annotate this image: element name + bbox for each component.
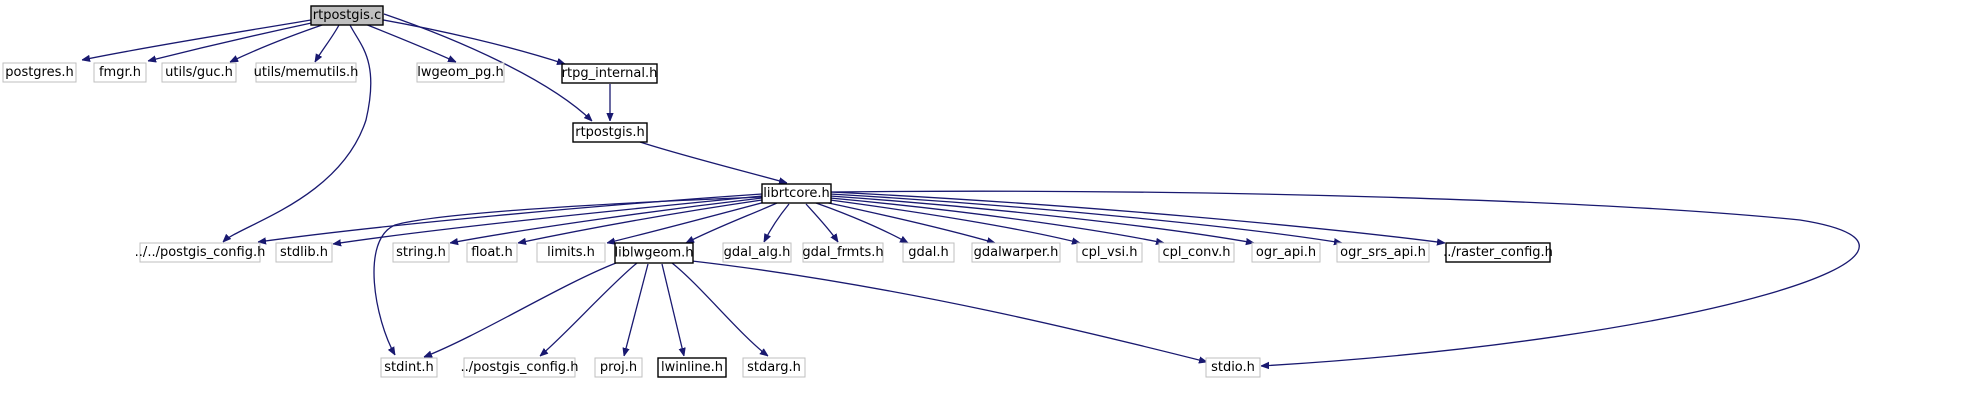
node-stdarg-h[interactable]: stdarg.h — [742, 357, 806, 378]
node-float-h[interactable]: float.h — [466, 242, 518, 263]
nodes-layer: rtpostgis.c postgres.h fmgr.h utils/guc.… — [2, 5, 1553, 378]
node-limits-h-label: limits.h — [547, 245, 595, 260]
node-rtpostgis-h-label: rtpostgis.h — [575, 125, 645, 140]
node-cpl-conv-h-label: cpl_conv.h — [1163, 245, 1231, 260]
edge-librtcore_h-gdal_alg_h — [763, 203, 790, 242]
node-cpl-vsi-h-label: cpl_vsi.h — [1082, 245, 1138, 260]
node-gdal-alg-h[interactable]: gdal_alg.h — [722, 242, 792, 263]
node-lwgeom-pg-h-label: lwgeom_pg.h — [417, 65, 504, 80]
edge-liblwgeom_h-stdio_h — [691, 260, 1207, 362]
node-utils-guc-h-label: utils/guc.h — [165, 65, 233, 80]
node-string-h-label: string.h — [396, 245, 446, 260]
edge-liblwgeom_h-lw_postgis_config_h — [540, 262, 638, 356]
node-string-h[interactable]: string.h — [392, 242, 450, 263]
node-liblwgeom-h-label: liblwgeom.h — [615, 246, 694, 261]
edges-layer — [82, 13, 1860, 366]
node-proj-h[interactable]: proj.h — [594, 357, 643, 378]
edge-liblwgeom_h-lwinline_h — [661, 263, 684, 356]
node-librtcore-h-label: librtcore.h — [763, 186, 829, 201]
node-postgres-h-label: postgres.h — [5, 65, 74, 80]
node-utils-guc-h[interactable]: utils/guc.h — [161, 62, 237, 83]
node-limits-h[interactable]: limits.h — [536, 242, 606, 263]
node-lwinline-h-label: lwinline.h — [661, 360, 723, 375]
node-stdio-h-label: stdio.h — [1211, 360, 1255, 375]
node-proj-h-label: proj.h — [600, 360, 637, 375]
edge-librtcore_h-stdint_h — [373, 196, 763, 355]
edge-librtcore_h-cpl_vsi_h — [829, 199, 1080, 243]
node-raster-config-h-label: ../raster_config.h — [1443, 245, 1553, 260]
node-lwgeom-pg-h[interactable]: lwgeom_pg.h — [416, 62, 505, 83]
node-rtpostgis-c-label: rtpostgis.c — [313, 8, 381, 23]
node-rtpostgis-c[interactable]: rtpostgis.c — [310, 5, 384, 26]
node-postgis-config-h-label: ../../postgis_config.h — [135, 245, 266, 260]
edge-librtcore_h-float_h — [518, 199, 763, 243]
edge-librtcore_h-string_h — [450, 197, 763, 243]
node-stdio-h[interactable]: stdio.h — [1205, 357, 1261, 378]
edge-rtpostgis_c-postgres_h — [82, 19, 312, 60]
node-gdal-alg-h-label: gdal_alg.h — [724, 245, 791, 260]
node-ogr-api-h[interactable]: ogr_api.h — [1251, 242, 1321, 263]
edge-librtcore_h-ogr_api_h — [829, 195, 1254, 243]
edge-librtcore_h-raster_config_h — [829, 191, 1445, 243]
node-raster-config-h[interactable]: ../raster_config.h — [1443, 242, 1553, 263]
node-stdint-h[interactable]: stdint.h — [380, 357, 438, 378]
edge-librtcore_h-stdio_h — [829, 190, 1860, 366]
node-ogr-srs-api-h[interactable]: ogr_srs_api.h — [1336, 242, 1430, 263]
edge-liblwgeom_h-proj_h — [624, 263, 649, 356]
node-lw-postgis-config-h[interactable]: ../postgis_config.h — [460, 357, 579, 378]
edge-librtcore_h-stdlib_h — [333, 195, 763, 244]
edge-rtpostgis_c-utils_memutils_h — [314, 24, 340, 62]
node-cpl-conv-h[interactable]: cpl_conv.h — [1158, 242, 1235, 263]
node-librtcore-h[interactable]: librtcore.h — [761, 183, 832, 204]
node-fmgr-h[interactable]: fmgr.h — [93, 62, 147, 83]
edge-librtcore_h-postgis_config_h — [258, 193, 763, 242]
edge-librtcore_h-cpl_conv_h — [829, 197, 1164, 243]
edge-librtcore_h-gdalwarper_h — [823, 201, 995, 243]
node-rtpg-internal-h-label: rtpg_internal.h — [562, 66, 658, 81]
edge-rtpostgis_c-rtpostgis_h — [383, 13, 592, 121]
edge-librtcore_h-gdal_frmts_h — [805, 203, 838, 242]
edge-rtpostgis_c-lwgeom_pg_h — [364, 23, 456, 63]
node-cpl-vsi-h[interactable]: cpl_vsi.h — [1076, 242, 1143, 263]
node-lw-postgis-config-h-label: ../postgis_config.h — [460, 360, 578, 375]
node-utils-memutils-h-label: utils/memutils.h — [254, 65, 359, 80]
node-stdlib-h-label: stdlib.h — [280, 245, 328, 260]
node-gdalwarper-h-label: gdalwarper.h — [974, 245, 1059, 260]
node-gdal-frmts-h[interactable]: gdal_frmts.h — [802, 242, 884, 263]
node-rtpg-internal-h[interactable]: rtpg_internal.h — [561, 63, 658, 84]
edge-librtcore_h-liblwgeom_h — [686, 202, 778, 244]
node-gdalwarper-h[interactable]: gdalwarper.h — [971, 242, 1061, 263]
edge-rtpostgis_c-utils_guc_h — [230, 23, 326, 63]
node-stdarg-h-label: stdarg.h — [747, 360, 801, 375]
edge-librtcore_h-ogr_srs_api_h — [829, 193, 1342, 243]
node-postgres-h[interactable]: postgres.h — [2, 62, 77, 83]
node-utils-memutils-h[interactable]: utils/memutils.h — [254, 62, 359, 83]
node-lwinline-h[interactable]: lwinline.h — [657, 357, 727, 378]
node-fmgr-h-label: fmgr.h — [99, 65, 141, 80]
node-gdal-h[interactable]: gdal.h — [902, 242, 955, 263]
node-float-h-label: float.h — [471, 245, 513, 260]
node-ogr-api-h-label: ogr_api.h — [1256, 245, 1316, 260]
node-ogr-srs-api-h-label: ogr_srs_api.h — [1340, 245, 1426, 260]
node-rtpostgis-h[interactable]: rtpostgis.h — [572, 122, 648, 143]
node-gdal-h-label: gdal.h — [908, 245, 948, 260]
edge-rtpostgis_c-rtpg_internal_h — [377, 18, 565, 64]
edge-rtpostgis_h-librtcore_h — [639, 141, 787, 183]
edge-liblwgeom_h-stdint_h — [424, 262, 617, 358]
edge-librtcore_h-limits_h — [607, 201, 766, 243]
edge-rtpostgis_c-postgis_config_h — [223, 24, 372, 242]
edge-librtcore_h-gdal_h — [815, 202, 908, 244]
node-liblwgeom-h[interactable]: liblwgeom.h — [614, 242, 694, 264]
node-postgis-config-h[interactable]: ../../postgis_config.h — [135, 242, 266, 263]
edge-liblwgeom_h-stdarg_h — [671, 262, 768, 356]
edge-rtpostgis_c-fmgr_h — [148, 21, 317, 61]
node-stdint-h-label: stdint.h — [384, 360, 433, 375]
node-gdal-frmts-h-label: gdal_frmts.h — [802, 245, 883, 260]
node-stdlib-h[interactable]: stdlib.h — [275, 242, 333, 263]
